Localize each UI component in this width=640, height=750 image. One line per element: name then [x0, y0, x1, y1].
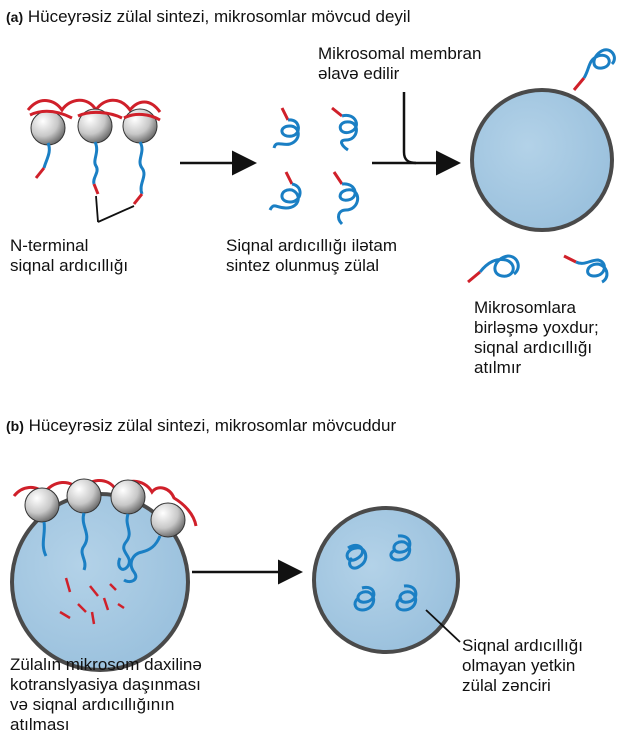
nascent-chain — [140, 142, 144, 194]
protein-coil — [270, 172, 300, 210]
polysome-a — [28, 100, 160, 204]
panel-a-title: (a) Hüceyrəsiz zülal sintezi, mikrosomla… — [6, 7, 410, 27]
label-pointer — [96, 196, 134, 222]
panel-b-tag: (b) — [6, 418, 24, 434]
protein-coil — [564, 256, 607, 282]
protein-coil — [274, 108, 298, 148]
panel-b-title-text: Hüceyrəsiz zülal sintezi, mikrosomlar mö… — [29, 416, 397, 435]
ribosome — [151, 503, 185, 537]
protein-coil — [332, 108, 356, 150]
ribosome — [31, 111, 65, 145]
label-cotranslational-transport: Zülalın mikrosom daxilinə kotranslyasiya… — [10, 655, 202, 735]
protein-coil — [468, 256, 518, 282]
label-no-binding: Mikrosomlara birləşmə yoxdur; siqnal ard… — [474, 298, 599, 378]
arrow-membrane-addition — [404, 92, 416, 163]
label-n-terminal: N-terminal siqnal ardıcıllığı — [10, 236, 128, 276]
label-membrane-added: Mikrosomal membran əlavə edilir — [318, 44, 481, 84]
panel-b-title: (b) Hüceyrəsiz zülal sintezi, mikrosomla… — [6, 416, 396, 436]
panel-a-tag: (a) — [6, 9, 23, 25]
ribosome — [25, 488, 59, 522]
microsome-a — [472, 90, 612, 230]
panel-a-title-text: Hüceyrəsiz zülal sintezi, mikrosomlar mö… — [28, 7, 411, 26]
signal-sequence — [36, 168, 44, 178]
free-proteins — [270, 108, 358, 224]
nascent-chain — [94, 142, 97, 184]
protein-coil — [334, 172, 358, 224]
ribosome — [111, 480, 145, 514]
label-complete-protein: Siqnal ardıcıllığı ilətam sintez olunmuş… — [226, 236, 397, 276]
signal-sequence — [94, 184, 98, 194]
protein-coil — [574, 50, 614, 90]
microsome-b2 — [314, 508, 458, 652]
ribosome — [67, 479, 101, 513]
nascent-chain — [44, 143, 49, 168]
signal-sequence — [134, 194, 142, 204]
label-mature-chain: Siqnal ardıcıllığı olmayan yetkin zülal … — [462, 636, 583, 696]
